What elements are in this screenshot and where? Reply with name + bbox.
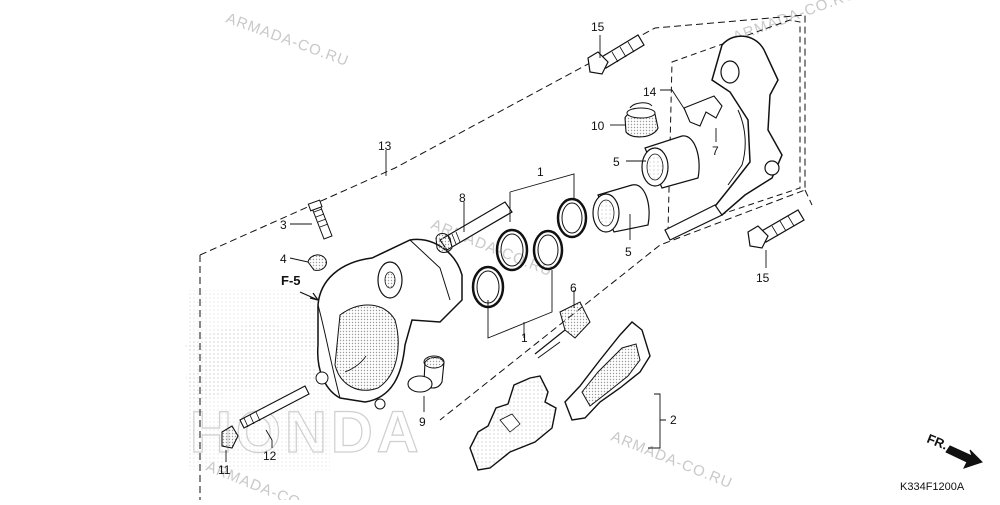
figure-ref: F-5 <box>281 273 301 288</box>
direction-label: FR. <box>925 431 950 453</box>
bracket-bolt-upper <box>587 34 645 75</box>
pin-bolt <box>407 355 445 393</box>
callout-5-upper: 5 <box>613 155 620 169</box>
nut <box>221 425 239 449</box>
callout-9: 9 <box>419 415 426 429</box>
watermark-text: ARMADA-CO.RU <box>609 428 735 492</box>
long-pin-bolt <box>239 385 310 429</box>
callout-12: 12 <box>263 449 277 463</box>
brake-pads <box>469 321 651 471</box>
direction-indicator: FR. <box>925 431 983 469</box>
callouts: 15 14 10 7 5 13 1 8 3 4 F-5 5 15 6 1 2 9… <box>218 20 770 477</box>
pistons <box>592 135 700 233</box>
caliper-assembly-outline <box>199 14 813 500</box>
bracket-outline <box>667 19 801 233</box>
callout-3: 3 <box>280 218 287 232</box>
pad-retainer <box>534 301 591 359</box>
callout-8: 8 <box>459 191 466 205</box>
callout-13: 13 <box>378 139 392 153</box>
callout-1-upper: 1 <box>537 165 544 179</box>
brand-watermark: HONDA <box>185 290 419 470</box>
callout-5-lower: 5 <box>625 245 632 259</box>
callout-4: 4 <box>280 252 287 266</box>
pad-spring <box>683 95 723 127</box>
caliper-body <box>315 238 463 410</box>
bracket-bolt-lower <box>747 209 805 249</box>
pin-boot <box>624 102 659 138</box>
callout-6: 6 <box>570 281 577 295</box>
diagram-code: K334F1200A <box>900 481 965 493</box>
callout-14: 14 <box>643 85 657 99</box>
callout-11: 11 <box>218 463 231 477</box>
caliper-bracket <box>664 35 783 241</box>
callout-7: 7 <box>712 144 719 158</box>
callout-1-lower: 1 <box>521 331 528 345</box>
callout-15-lower: 15 <box>756 271 770 285</box>
figure-ref-arrow <box>299 291 319 301</box>
callout-2: 2 <box>670 413 677 427</box>
slide-pin <box>435 201 513 253</box>
watermark-text: ARMADA-CO.RU <box>224 10 352 70</box>
bleeder-cap <box>307 254 327 271</box>
bleeder-screw <box>307 199 333 240</box>
leader-lines <box>225 35 767 462</box>
callout-15-upper: 15 <box>591 20 605 34</box>
callout-10: 10 <box>591 119 605 133</box>
